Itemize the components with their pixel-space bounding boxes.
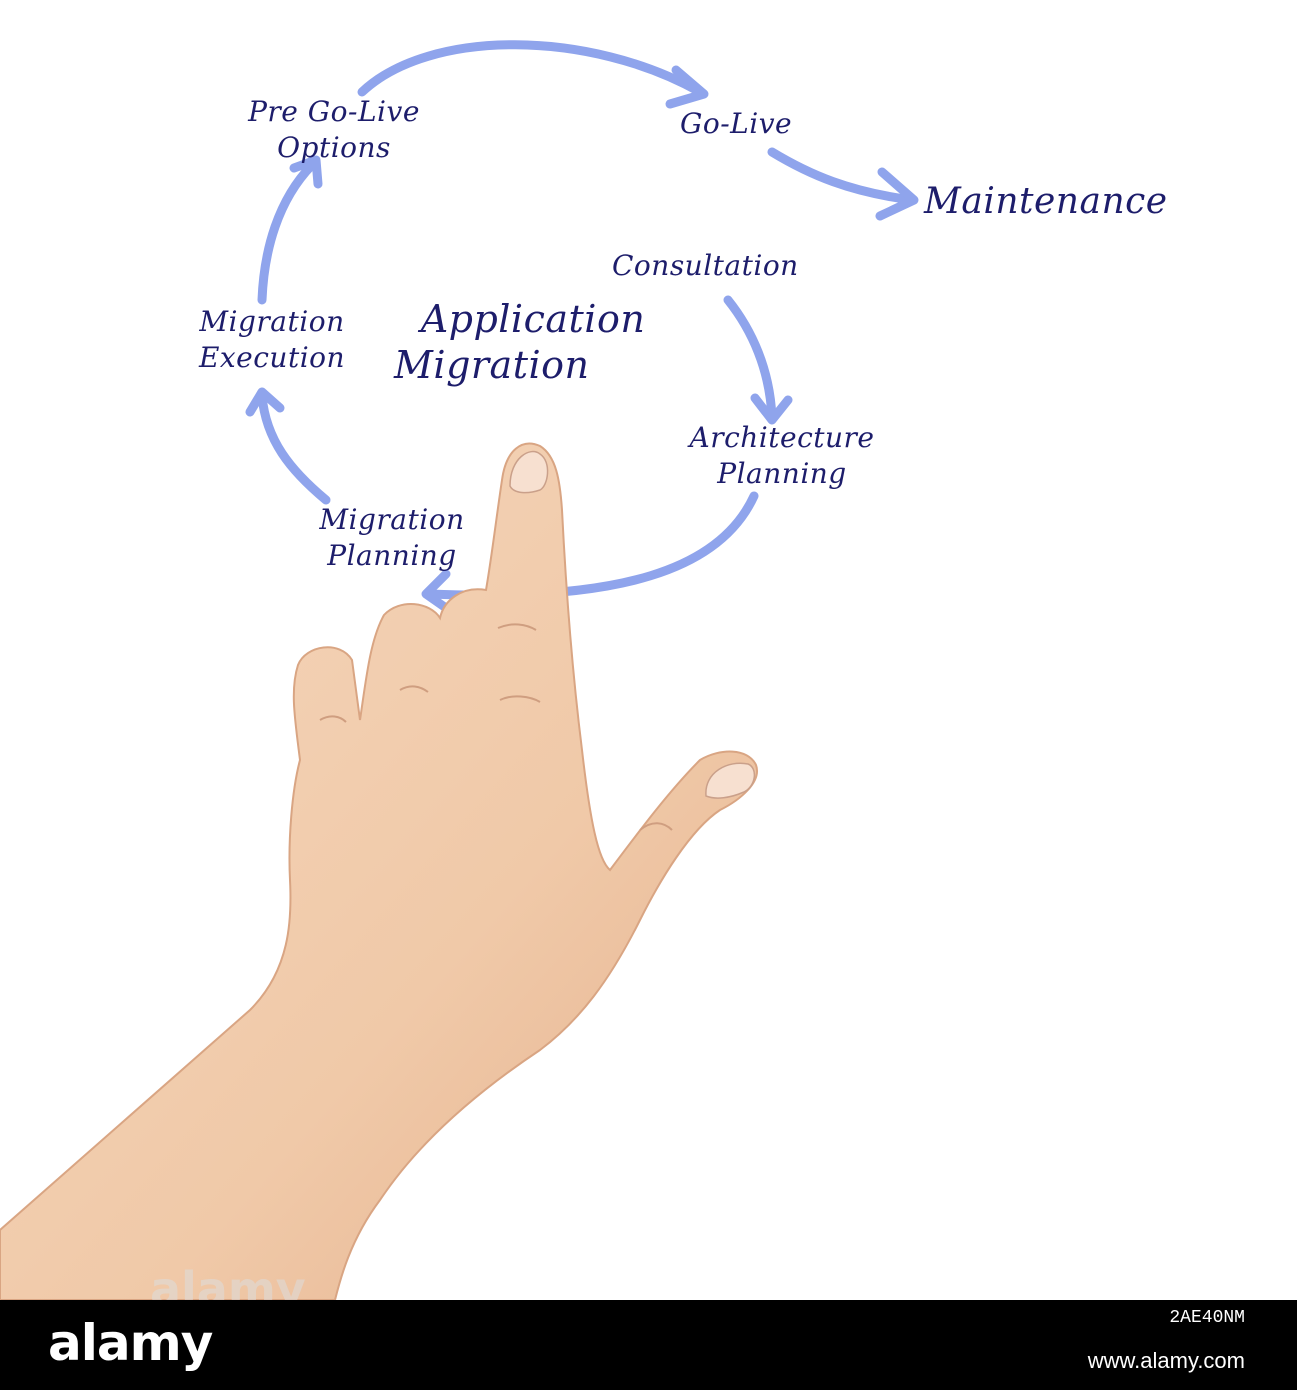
arrow-go-live-to-maintenance — [767, 147, 919, 221]
node-pre-go-live-line-2: Options — [277, 131, 391, 164]
node-migration-execution-line-2: Execution — [198, 341, 346, 374]
arrow-migration-planning-to-execution — [245, 387, 331, 505]
diagram-title-line-1: Application — [420, 297, 646, 341]
arrow-execution-to-pre-go-live — [257, 155, 323, 305]
image-id: 2AE40NM — [1169, 1308, 1245, 1328]
arrow-pre-go-live-to-go-live — [357, 40, 709, 109]
node-architecture-line-1: Architecture — [689, 421, 875, 454]
diagram-title: Application Migration — [388, 296, 678, 388]
node-migration-planning: Migration Planning — [294, 502, 490, 574]
diagram-arrows — [0, 40, 919, 1300]
pointing-hand-image — [0, 442, 758, 1300]
footer-url[interactable]: www.alamy.com — [1087, 1348, 1245, 1373]
node-architecture-planning: Architecture Planning — [664, 420, 900, 492]
node-consultation-label: Consultation — [612, 249, 799, 282]
node-migration-execution: Migration Execution — [174, 304, 370, 376]
arrow-consultation-to-architecture — [723, 295, 793, 425]
node-go-live-label: Go-Live — [680, 107, 793, 140]
node-migration-planning-line-2: Planning — [327, 539, 457, 572]
node-architecture-line-2: Planning — [717, 457, 847, 490]
diagram-title-line-2: Migration — [394, 343, 590, 387]
node-migration-execution-line-1: Migration — [199, 305, 345, 338]
node-maintenance: Maintenance — [924, 180, 1168, 224]
node-pre-go-live-line-1: Pre Go-Live — [248, 95, 420, 128]
brand-logo: alamy — [48, 1314, 213, 1372]
node-migration-planning-line-1: Migration — [319, 503, 465, 536]
stock-footer-bar: alamy 2AE40NM www.alamy.com — [0, 1300, 1297, 1390]
node-pre-go-live-options: Pre Go-Live Options — [228, 94, 440, 166]
node-maintenance-label: Maintenance — [924, 181, 1168, 222]
node-go-live: Go-Live — [680, 106, 792, 142]
node-consultation: Consultation — [612, 248, 799, 284]
